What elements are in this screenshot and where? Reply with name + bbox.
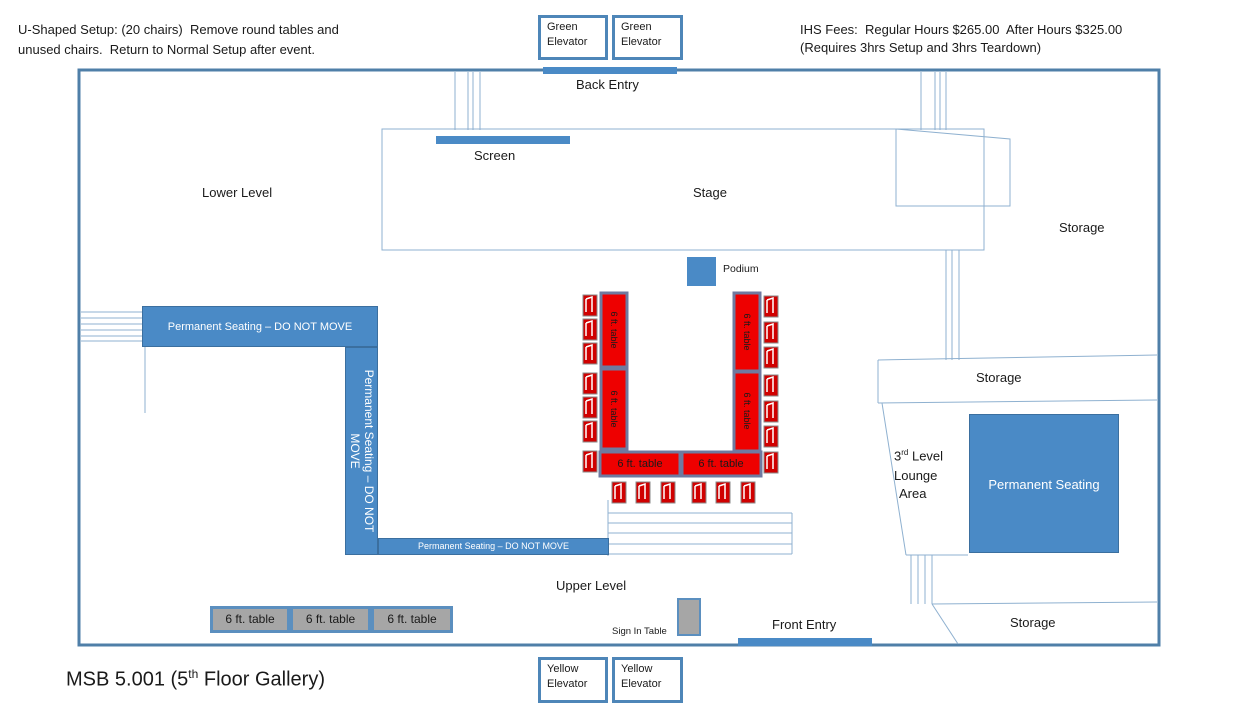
u-table-left-top-label: 6 ft. table xyxy=(609,311,619,349)
u-table-right-top xyxy=(732,291,762,373)
gray-table-2: 6 ft. table xyxy=(290,606,371,633)
upper-level-label: Upper Level xyxy=(556,578,627,593)
lounge-label-line3: Area xyxy=(899,486,927,501)
chair-outline xyxy=(585,451,593,468)
fees-note: IHS Fees: Regular Hours $265.00 After Ho… xyxy=(800,22,1123,37)
chair-outline xyxy=(585,343,593,360)
chair-outline xyxy=(585,373,593,390)
stage-label: Stage xyxy=(693,185,727,200)
back-entry-label: Back Entry xyxy=(576,77,639,92)
u-table-left-top xyxy=(599,291,629,369)
sign-in-table-label: Sign In Table xyxy=(612,626,667,637)
front-entry-door xyxy=(738,638,872,646)
chair-outline xyxy=(585,295,593,312)
chair-outline xyxy=(766,296,774,313)
green-elevator-1: Green Elevator xyxy=(538,15,608,60)
u-table-right-mid-label: 6 ft. table xyxy=(742,392,752,430)
screen-label: Screen xyxy=(474,148,516,163)
floor-plan-title: MSB 5.001 (5th Floor Gallery) xyxy=(66,667,326,691)
podium xyxy=(687,257,716,286)
chair-outline xyxy=(638,482,646,499)
u-table-left-mid-label: 6 ft. table xyxy=(609,390,619,428)
chair-outline xyxy=(766,401,774,418)
chair-outline xyxy=(614,482,622,499)
chair-outline xyxy=(743,482,751,499)
chair-outline xyxy=(585,421,593,438)
u-table-bottom-left xyxy=(598,450,682,478)
storage-mid-label: Storage xyxy=(976,370,1022,385)
gray-table-3: 6 ft. table xyxy=(371,606,453,633)
chair-outline xyxy=(585,397,593,414)
u-table-bottom-left-label: 6 ft. table xyxy=(617,458,663,470)
permanent-seating-bottom: Permanent Seating – DO NOT MOVE xyxy=(378,538,609,555)
yellow-elevator-2: Yellow Elevator xyxy=(612,657,683,703)
chair-outline xyxy=(694,482,702,499)
green-elevator-2: Green Elevator xyxy=(612,15,683,60)
sign-in-table xyxy=(677,598,701,636)
u-table-right-top-label: 6 ft. table xyxy=(742,313,752,351)
storage-bottom-label: Storage xyxy=(1010,615,1056,630)
lounge-label-line2: Lounge xyxy=(894,468,938,483)
fees-requirements-note: (Requires 3hrs Setup and 3hrs Teardown) xyxy=(800,40,1042,55)
chair-outline xyxy=(766,375,774,392)
permanent-seating-left-top: Permanent Seating – DO NOT MOVE xyxy=(142,306,378,347)
chair-outline xyxy=(766,452,774,469)
u-table-bottom-right-label: 6 ft. table xyxy=(698,458,744,470)
gray-table-1: 6 ft. table xyxy=(210,606,290,633)
chair-outline xyxy=(718,482,726,499)
u-table-bottom-right xyxy=(680,450,763,478)
podium-label: Podium xyxy=(723,263,759,275)
setup-note: U-Shaped Setup: (20 chairs) Remove round… xyxy=(18,22,339,57)
lower-level-label: Lower Level xyxy=(202,185,273,200)
permanent-seating-vertical: Permanent Seating – DO NOT MOVE xyxy=(345,347,378,555)
u-table-left-mid xyxy=(599,367,629,451)
chair-outline xyxy=(585,319,593,336)
back-entry-door xyxy=(543,67,677,74)
lounge-label-line1: 3rd Level xyxy=(894,448,944,464)
chair-outline xyxy=(766,322,774,339)
chair-outline xyxy=(766,347,774,364)
chair-outline xyxy=(766,426,774,443)
chair-outline xyxy=(663,482,671,499)
permanent-seating-right: Permanent Seating xyxy=(969,414,1119,553)
screen-bar xyxy=(436,136,570,144)
front-entry-label: Front Entry xyxy=(772,617,837,632)
yellow-elevator-1: Yellow Elevator xyxy=(538,657,608,703)
storage-right-label: Storage xyxy=(1059,220,1105,235)
